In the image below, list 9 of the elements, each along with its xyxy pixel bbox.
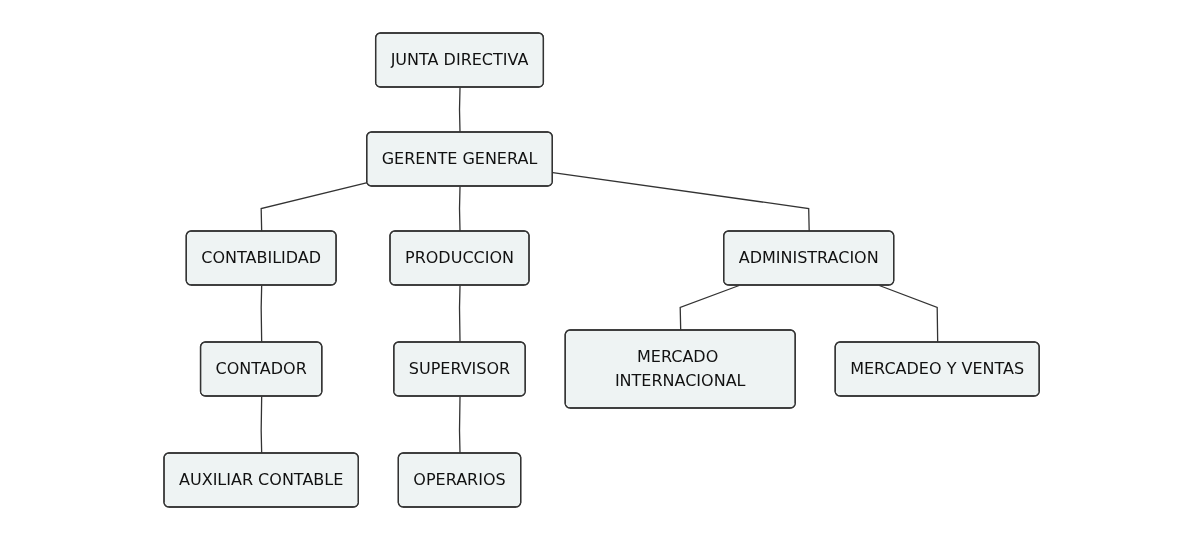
connector — [679, 284, 741, 331]
connector — [260, 284, 263, 343]
connector — [459, 86, 462, 133]
connector — [459, 284, 462, 343]
connector — [260, 395, 263, 454]
connector — [552, 171, 811, 232]
connector — [459, 185, 462, 232]
connector — [459, 395, 462, 454]
connector — [879, 284, 939, 343]
